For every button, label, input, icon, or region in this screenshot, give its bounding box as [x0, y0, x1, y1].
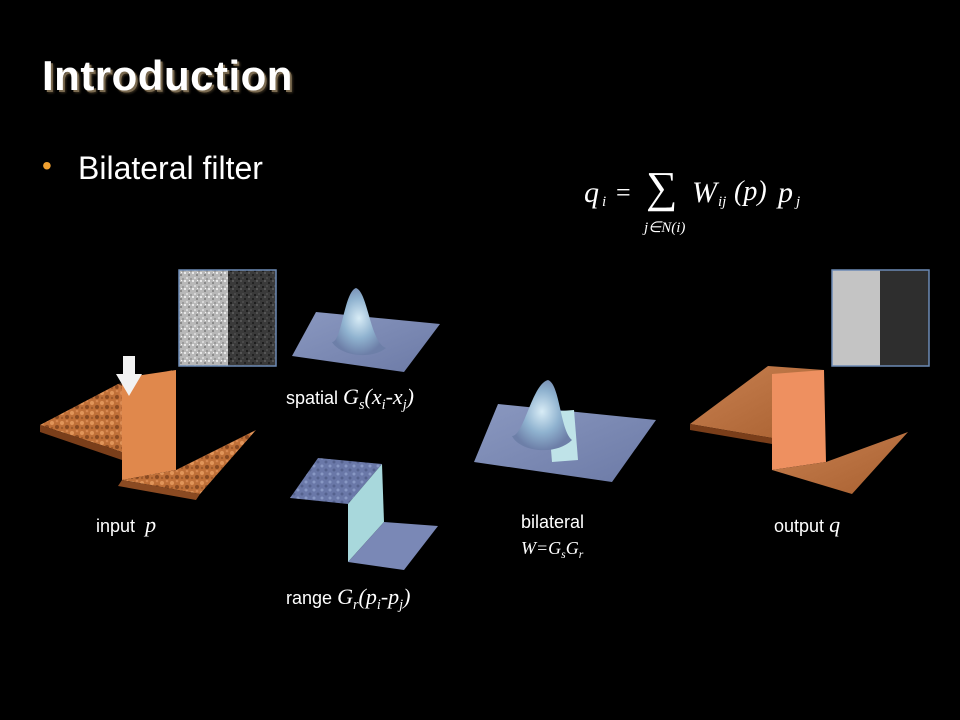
- label-bilateral-text: bilateral: [521, 512, 585, 532]
- label-range-text: range: [286, 588, 333, 608]
- label-input: input p: [96, 512, 156, 538]
- input-surface-plot: [40, 370, 256, 500]
- range-kernel-plot: [290, 458, 438, 570]
- label-spatial-j: j: [402, 397, 407, 413]
- label-spatial-open: (x: [364, 384, 382, 409]
- bullet-dot-icon: •: [42, 150, 52, 181]
- formula-arg: (p): [734, 176, 767, 207]
- label-input-text: input: [96, 516, 136, 536]
- formula-lhs-sub: i: [602, 194, 607, 210]
- label-range-close: ): [403, 584, 411, 609]
- label-bilateral: bilateral: [521, 512, 584, 533]
- label-output-text: output: [774, 516, 825, 536]
- label-bilateral-eq-s: s: [561, 548, 566, 562]
- output-image-thumbnail: [831, 269, 930, 367]
- label-input-symbol: p: [145, 512, 157, 537]
- formula-w-sub: ij: [718, 194, 727, 210]
- formula-w: W: [692, 176, 717, 209]
- formula-equals: =: [616, 178, 631, 207]
- output-surface-plot: [690, 366, 908, 494]
- label-range-symbol: G: [337, 584, 353, 609]
- bilateral-formula: q i = ∑ W ij (p) p j j∈N(i): [580, 163, 820, 248]
- bilateral-kernel-plot: [474, 380, 656, 482]
- input-image-thumbnail: [178, 269, 277, 367]
- label-output-symbol: q: [829, 512, 841, 537]
- bullet-text: Bilateral filter: [78, 150, 263, 186]
- label-range-i: i: [376, 597, 381, 613]
- label-range-open: (p: [358, 584, 377, 609]
- label-bilateral-eq-g: G: [565, 538, 579, 558]
- label-spatial-symbol: G: [343, 384, 359, 409]
- label-bilateral-equation: W=GsGr: [521, 538, 583, 561]
- slide-title: Introduction: [42, 52, 293, 99]
- label-spatial-close: ): [406, 384, 414, 409]
- formula-lhs: q: [584, 176, 599, 209]
- spatial-kernel-plot: [292, 288, 440, 372]
- formula-p-sub: j: [796, 194, 801, 210]
- label-bilateral-eq-w: W=G: [521, 538, 562, 558]
- label-spatial: spatial Gs(xi-xj): [286, 384, 414, 414]
- formula-range: j∈N(i): [644, 220, 686, 236]
- label-bilateral-eq-r: r: [578, 548, 584, 562]
- label-spatial-i: i: [381, 397, 386, 413]
- label-range: range Gr(pi-pj): [286, 584, 410, 614]
- label-range-mid: -p: [380, 584, 400, 609]
- label-range-sub: r: [352, 597, 359, 613]
- label-output: output q: [774, 512, 840, 538]
- label-range-j: j: [399, 597, 404, 613]
- label-spatial-mid: -x: [385, 384, 403, 409]
- label-spatial-sub: s: [358, 397, 365, 413]
- formula-p: p: [778, 176, 793, 209]
- down-arrow-icon: [116, 356, 142, 396]
- label-spatial-text: spatial: [286, 388, 339, 408]
- formula-sum-icon: ∑: [646, 163, 678, 212]
